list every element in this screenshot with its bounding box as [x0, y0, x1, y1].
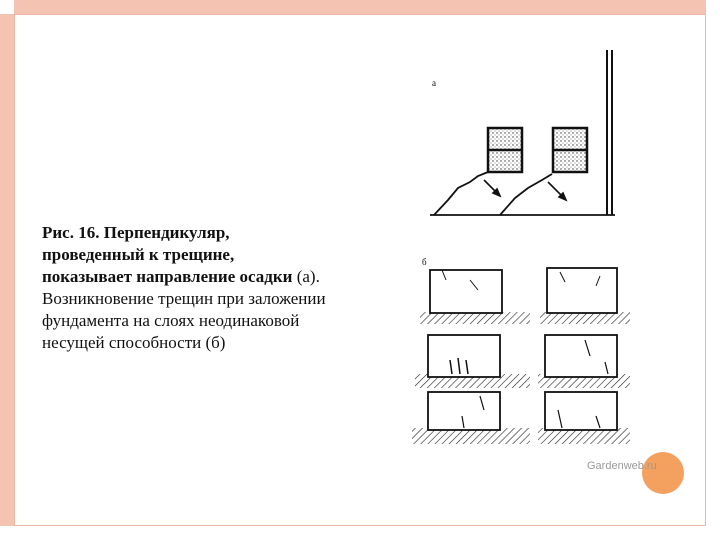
settlement-crack-figure: а б [412, 50, 630, 444]
figure-part-a: а [430, 50, 615, 216]
slide-frame [14, 14, 706, 526]
label-a: а [432, 78, 436, 88]
figure-caption: Рис. 16. Перпендикуляр, проведенный к тр… [42, 222, 402, 354]
diagram-b-row-1 [420, 267, 630, 324]
watermark: Gardenweb.ru [587, 460, 657, 472]
caption-line-2: проведенный к трещине, [42, 245, 235, 264]
caption-line-3: показывает направление осадки (а). [42, 266, 402, 288]
caption-line-3-bold: показывает направление осадки [42, 267, 293, 286]
top-decor-strip [14, 0, 706, 14]
caption-line-1: Рис. 16. Перпендикуляр, [42, 223, 230, 242]
decor-circle [642, 452, 684, 494]
caption-line-3-suffix: (а). [292, 267, 320, 286]
window-2 [551, 126, 589, 174]
left-decor-strip [0, 14, 14, 526]
caption-line-4: Возникновение трещин при заложении [42, 289, 326, 308]
caption-line-6: несущей способности (б) [42, 333, 226, 352]
caption-line-5: фундамента на слоях неодинаковой [42, 311, 300, 330]
diagram-b-row-2 [415, 334, 630, 388]
label-b: б [422, 257, 427, 267]
window-1 [486, 126, 524, 174]
diagram-b-row-3 [412, 391, 630, 444]
figure-part-b: б [412, 257, 630, 444]
